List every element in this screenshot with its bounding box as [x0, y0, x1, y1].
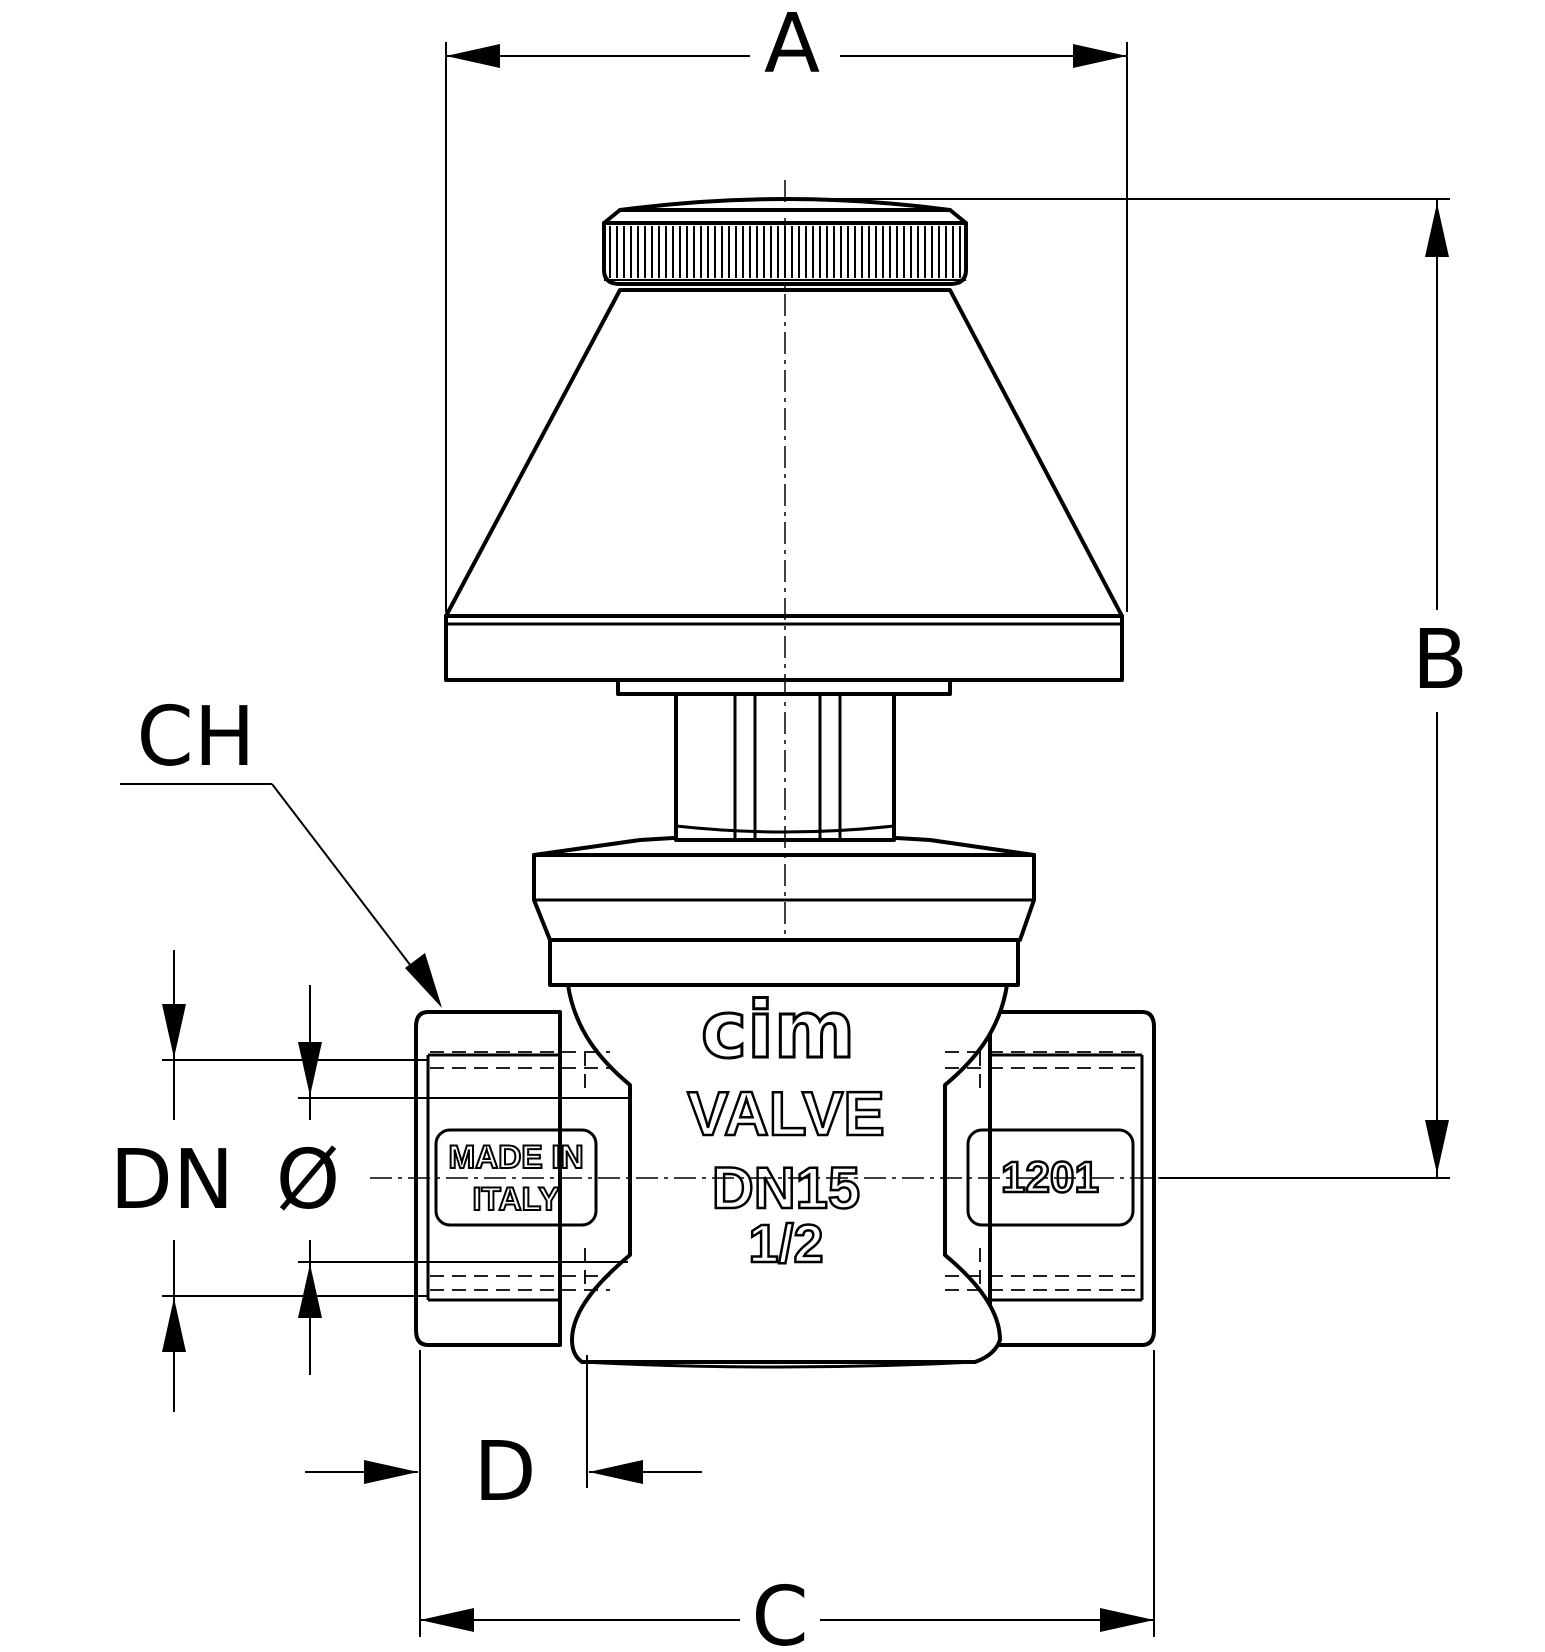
- origin-marking-line1: MADE IN: [448, 1139, 583, 1175]
- cap-cone: [444, 288, 1124, 618]
- thread-marking: 1/2: [748, 1214, 823, 1274]
- cap-base-ring: [444, 614, 1124, 682]
- dimension-label-d: D: [473, 1425, 536, 1520]
- dimension-lines: [120, 42, 1450, 1637]
- knurl-lines: [609, 226, 961, 278]
- dimension-label-ch: CH: [137, 690, 256, 785]
- dimension-labels: A B C D CH DN Ø: [110, 0, 1468, 1652]
- bonnet-nut: [532, 853, 1036, 942]
- dimension-label-diameter: Ø: [276, 1133, 341, 1228]
- center-lines: [370, 180, 1185, 1179]
- dimension-label-a: A: [764, 0, 820, 92]
- hidden-thread-lines: [430, 1051, 1140, 1291]
- size-marking: DN15: [712, 1156, 860, 1221]
- product-marking: VALVE: [687, 1080, 885, 1149]
- dimension-label-c: C: [751, 1570, 808, 1652]
- handwheel-cap: [444, 197, 1124, 682]
- valve-bonnet: [532, 833, 1036, 987]
- dimension-label-b: B: [1412, 613, 1468, 708]
- bonnet-collar: [548, 938, 1020, 987]
- brand-logo: cim: [701, 986, 855, 1076]
- valve-stem: [616, 678, 952, 842]
- origin-marking-line2: ITALY: [472, 1181, 559, 1217]
- dimension-label-dn: DN: [110, 1133, 234, 1228]
